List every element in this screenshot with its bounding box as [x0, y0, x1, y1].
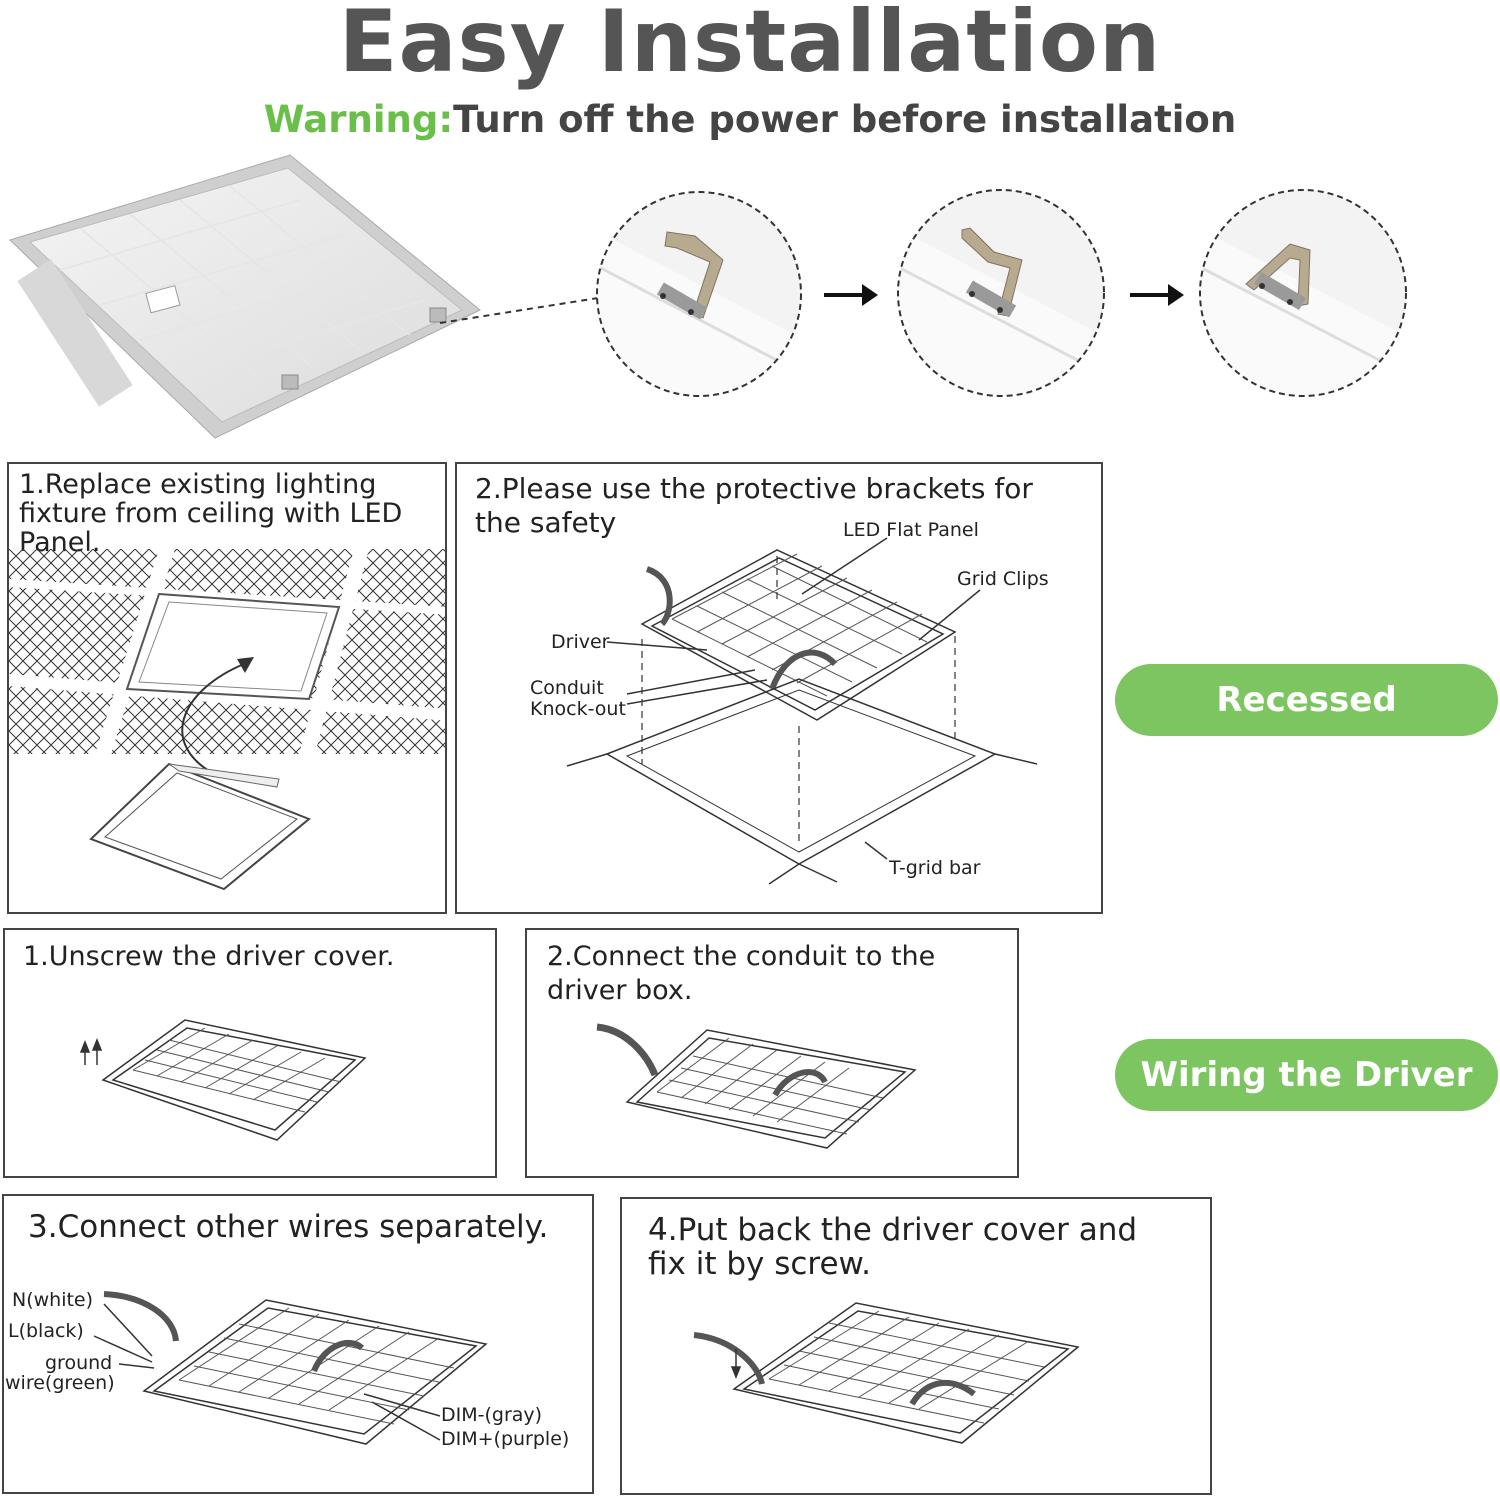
wires-connect-illustration: [93, 1291, 488, 1445]
label-conduit: Conduit: [530, 677, 604, 699]
wiring-driver-badge: Wiring the Driver: [1115, 1039, 1498, 1111]
bracket-step-1: [596, 191, 802, 397]
recessed-installation-badge: Recessed Installation: [1115, 664, 1498, 792]
exploded-install-diagram: [566, 537, 1038, 885]
wiring-step-3-panel: 3.Connect other wires separately. N(whit…: [2, 1194, 594, 1494]
label-dim-gray: DIM-(gray): [441, 1404, 543, 1426]
label-dim-purple: DIM+(purple): [441, 1428, 570, 1450]
page-title: Easy Installation: [338, 0, 1162, 92]
label-t-grid-bar: T-grid bar: [889, 857, 981, 879]
wiring-step-3-caption: 3.Connect other wires separately.: [28, 1209, 549, 1245]
led-panel-photo: [9, 154, 481, 439]
arrow-right-icon: [824, 284, 878, 306]
bracket-step-2: [897, 189, 1105, 397]
warning-line: Warning:Turn off the power before instal…: [0, 98, 1500, 141]
wiring-step-2-caption: 2.Connect the conduit to the driver box.: [547, 941, 936, 1006]
warning-label: Warning:: [263, 98, 454, 141]
label-driver: Driver: [551, 631, 610, 653]
wiring-step-1-panel: 1.Unscrew the driver cover.: [3, 928, 497, 1178]
label-grid-clips: Grid Clips: [957, 568, 1049, 590]
cover-back-illustration: [693, 1302, 1080, 1444]
conduit-connect-illustration: [596, 1023, 917, 1149]
arrow-right-icon: [1130, 284, 1184, 306]
warning-text: Turn off the power before installation: [453, 98, 1237, 141]
driver-cover-illustration: [79, 1019, 367, 1141]
wiring-step-4-panel: 4.Put back the driver cover and fix it b…: [620, 1197, 1212, 1495]
label-led-flat-panel: LED Flat Panel: [843, 519, 979, 541]
recessed-step-2-caption: 2.Please use the protective brackets for…: [475, 472, 1033, 539]
ceiling-grid-illustration: [9, 549, 445, 891]
label-l-black: L(black): [8, 1320, 84, 1342]
label-wire-green: wire(green): [5, 1372, 115, 1394]
wiring-step-4-caption: 4.Put back the driver cover and fix it b…: [648, 1212, 1138, 1282]
recessed-step-2-panel: 2.Please use the protective brackets for…: [455, 462, 1103, 914]
callout-leader: [439, 297, 599, 324]
bracket-step-3: [1199, 189, 1407, 397]
label-knockout: Knock-out: [530, 698, 626, 720]
wiring-step-1-caption: 1.Unscrew the driver cover.: [23, 941, 395, 972]
label-n-white: N(white): [12, 1289, 94, 1311]
wiring-step-2-panel: 2.Connect the conduit to the driver box.: [525, 928, 1019, 1178]
label-ground: ground: [45, 1352, 113, 1374]
recessed-step-1-caption: 1.Replace existing lighting fixture from…: [19, 469, 403, 558]
recessed-step-1-panel: 1.Replace existing lighting fixture from…: [7, 462, 447, 914]
